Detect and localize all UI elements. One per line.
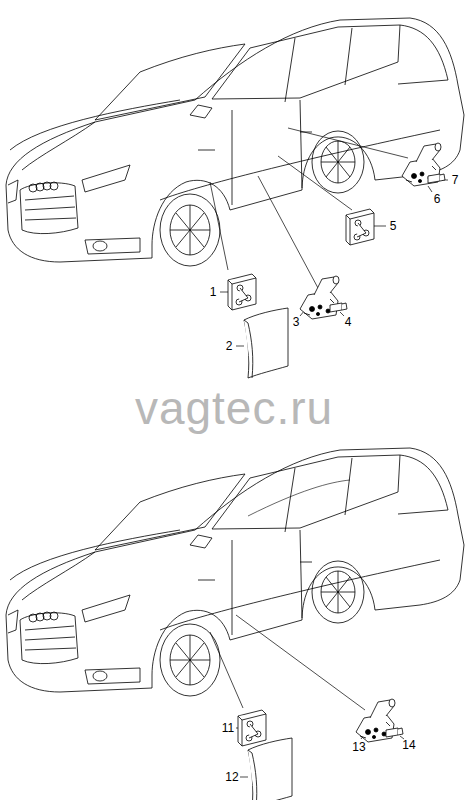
car-coupe: [6, 448, 464, 696]
part-11: [238, 710, 266, 746]
part-1: [228, 274, 256, 310]
coupe-roof-detail: [248, 480, 350, 516]
part-14: [386, 728, 403, 737]
callout-number: 2: [226, 340, 233, 352]
callout-number: 11: [222, 722, 234, 734]
part-4: [330, 303, 347, 312]
part-5: [346, 209, 374, 245]
car-sportback: [6, 18, 464, 266]
part-7: [428, 174, 445, 183]
part-2: [244, 308, 288, 378]
callout-number: 3: [293, 316, 300, 328]
callout-number: 12: [225, 771, 238, 783]
callout-number: 4: [345, 316, 352, 328]
callout-number: 7: [452, 174, 459, 186]
leader-lines: [210, 128, 448, 777]
part-3: [300, 276, 339, 319]
callout-number: 5: [390, 220, 397, 232]
part-12: [248, 738, 292, 800]
callout-number: 13: [352, 741, 365, 753]
callout-number: 14: [402, 739, 415, 751]
callout-number: 6: [434, 193, 441, 205]
callout-number: 1: [210, 286, 217, 298]
watermark: vagtec.ru: [135, 385, 333, 431]
